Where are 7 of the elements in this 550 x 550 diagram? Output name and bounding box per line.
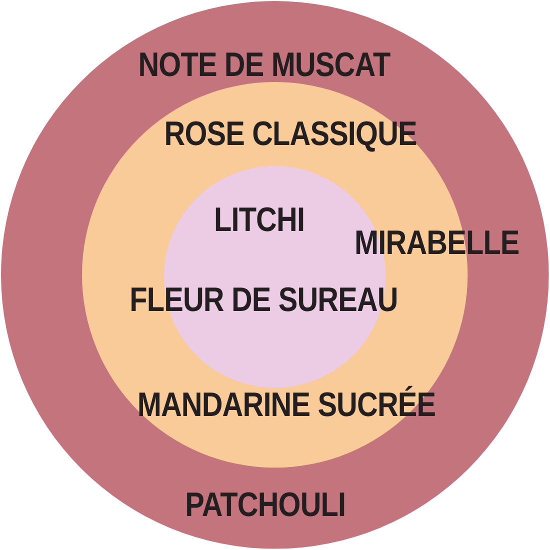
- note-label: MIRABELLE: [354, 224, 520, 261]
- note-label: MANDARINE SUCRÉE: [138, 386, 436, 423]
- note-label: ROSE CLASSIQUE: [164, 116, 418, 152]
- note-label: LITCHI: [214, 202, 305, 238]
- note-label: FLEUR DE SUREAU: [130, 282, 398, 318]
- note-label: NOTE DE MUSCAT: [138, 46, 390, 83]
- note-label: PATCHOULI: [186, 486, 346, 523]
